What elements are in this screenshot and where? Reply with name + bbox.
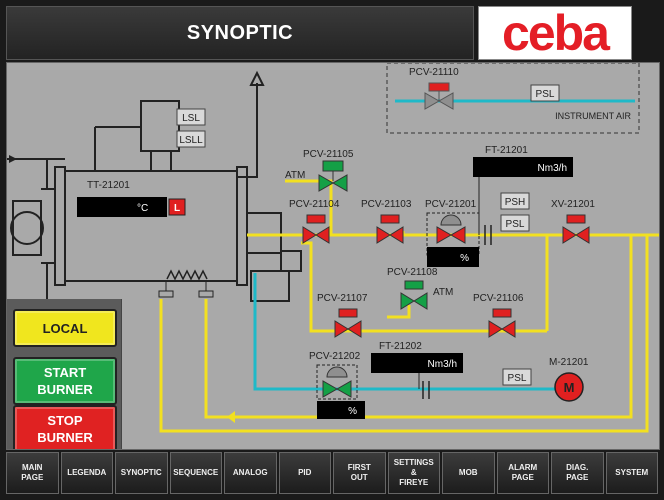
tt-21201-alarm-badge	[168, 198, 186, 216]
nav-synoptic[interactable]: SYNOPTIC	[115, 452, 168, 494]
atm-label-1: ATM	[285, 170, 305, 181]
psl-label: PSL	[506, 219, 525, 230]
bottom-nav: MAIN PAGE LEGENDA SYNOPTIC SEQUENCE ANAL…	[6, 452, 658, 494]
pcv-21110-tag: PCV-21110	[409, 67, 459, 78]
ceba-logo-mark: ceba	[502, 10, 613, 56]
ft-21202-display	[371, 353, 463, 373]
pcv-21108-valve[interactable]	[400, 280, 428, 310]
stop-burner-label: STOP BURNER	[37, 412, 93, 446]
motor-letter: M	[564, 380, 575, 395]
stop-burner-button[interactable]: STOP BURNER	[13, 405, 117, 449]
pcv-21106-tag: PCV-21106	[473, 293, 524, 304]
ft-21201-unit: Nm3/h	[538, 163, 567, 174]
ft-21202-orifice	[422, 381, 430, 399]
nav-sequence[interactable]: SEQUENCE	[169, 452, 222, 494]
lsl-indicator	[176, 108, 206, 126]
stop-burner-line1: STOP	[47, 413, 83, 428]
pcv-21104-tag: PCV-21104	[289, 199, 340, 210]
pcv-21107-valve[interactable]	[334, 308, 362, 338]
pcv-21201-unit: %	[460, 253, 469, 264]
tt-21201-tag: TT-21201	[87, 180, 130, 191]
local-button[interactable]: LOCAL	[13, 309, 117, 347]
pcv-21103-tag: PCV-21103	[361, 199, 412, 210]
nav-legenda[interactable]: LEGENDA	[60, 452, 113, 494]
ft-21201-tag: FT-21201	[485, 145, 528, 156]
nav-alarm-page[interactable]: ALARM PAGE	[496, 452, 549, 494]
motor-m-21201[interactable]: M	[554, 372, 584, 402]
pcv-21110-valve[interactable]	[424, 82, 454, 110]
tt-21201-unit: °C	[137, 203, 148, 214]
pcv-21105-valve[interactable]	[318, 160, 348, 192]
pcv-21201-valve[interactable]	[436, 214, 466, 244]
tt-21201-display	[77, 197, 167, 217]
ft-21202-unit: Nm3/h	[428, 359, 457, 370]
pcv-21103-valve[interactable]	[376, 214, 404, 244]
nav-mob[interactable]: MOB	[442, 452, 495, 494]
start-burner-line1: START	[43, 365, 87, 380]
start-burner-button[interactable]: START BURNER	[13, 357, 117, 405]
logo-text: ceba	[502, 10, 611, 56]
pcv-21202-output-display	[317, 401, 365, 419]
pcv-21107-tag: PCV-21107	[317, 293, 368, 304]
psl-indicator-2	[502, 368, 532, 386]
lsll-indicator	[176, 130, 206, 148]
pcv-21201-output-display	[427, 247, 479, 267]
pcv-21105-tag: PCV-21105	[303, 149, 354, 160]
ft-21202-tag: FT-21202	[379, 341, 422, 352]
pcv-21202-valve[interactable]	[322, 366, 352, 398]
pcv-21202-tag: PCV-21202	[309, 351, 361, 362]
page-title-text: SYNOPTIC	[186, 21, 294, 44]
psl-label-air: PSL	[536, 89, 555, 100]
pcv-21104-valve[interactable]	[302, 214, 330, 244]
stop-burner-line2: BURNER	[37, 430, 93, 445]
xv-21201-valve[interactable]	[562, 214, 590, 244]
pcv-21202-frame	[316, 364, 358, 400]
start-burner-line2: BURNER	[37, 382, 93, 397]
page-title: SYNOPTIC	[6, 6, 474, 60]
pcv-21202-unit: %	[348, 406, 357, 417]
pcv-21108-tag: PCV-21108	[387, 267, 438, 278]
lsll-label: LSLL	[179, 135, 203, 146]
synoptic-panel: PCV-21110 PSL INSTRUMENT AIR	[6, 62, 660, 450]
boiler	[7, 70, 302, 307]
nav-pid[interactable]: PID	[278, 452, 331, 494]
ft-21201-orifice	[484, 225, 492, 245]
flow-arrow-icon	[227, 411, 235, 423]
nav-system[interactable]: SYSTEM	[605, 452, 658, 494]
nav-main-page[interactable]: MAIN PAGE	[6, 452, 59, 494]
lsl-label: LSL	[182, 113, 200, 124]
ft-21201-display	[473, 157, 573, 177]
nav-diag-page[interactable]: DIAG. PAGE	[551, 452, 604, 494]
nav-settings-fireye[interactable]: SETTINGS & FIREYE	[387, 452, 440, 494]
nav-first-out[interactable]: FIRST OUT	[333, 452, 386, 494]
psl-label-2: PSL	[508, 373, 527, 384]
local-button-label: LOCAL	[42, 320, 88, 336]
tt-21201-alarm: L	[174, 203, 180, 214]
ceba-logo: ceba	[478, 6, 632, 60]
instrument-air-box	[386, 63, 640, 134]
psl-indicator-air	[530, 84, 560, 102]
atm-label-2: ATM	[433, 287, 453, 298]
nav-analog[interactable]: ANALOG	[224, 452, 277, 494]
psh-label: PSH	[505, 197, 526, 208]
motor-tag: M-21201	[549, 357, 589, 368]
combustion-air-line	[253, 273, 581, 391]
pcv-21201-tag: PCV-21201	[425, 199, 477, 210]
psl-indicator	[500, 214, 530, 232]
instrument-air-label: INSTRUMENT AIR	[555, 111, 631, 121]
psh-indicator	[500, 192, 530, 210]
pcv-21106-valve[interactable]	[488, 308, 516, 338]
start-burner-label: START BURNER	[37, 364, 93, 398]
xv-21201-tag: XV-21201	[551, 199, 595, 210]
